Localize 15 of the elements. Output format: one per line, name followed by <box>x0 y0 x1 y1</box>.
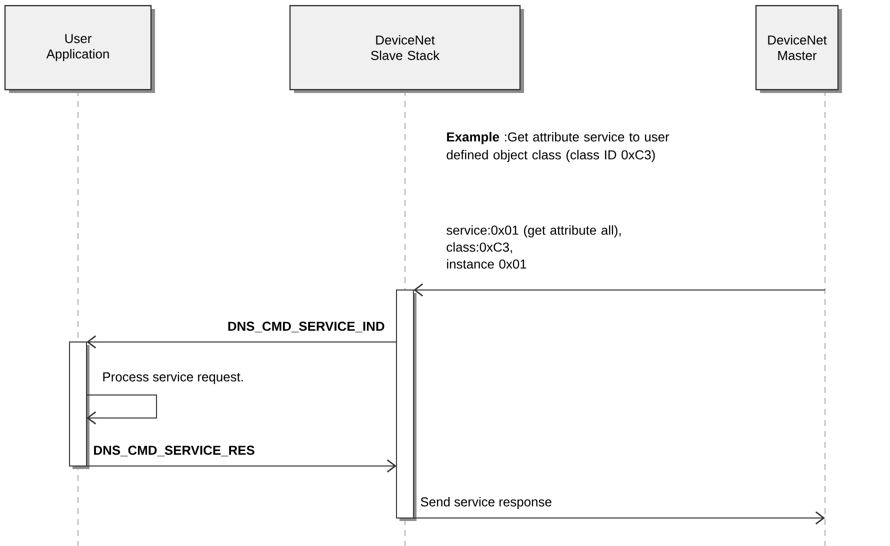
message-label: DNS_CMD_SERVICE_RES <box>94 446 254 456</box>
message-label: DNS_CMD_SERVICE_IND <box>228 322 384 332</box>
message-arrow <box>86 394 157 425</box>
message-arrow <box>86 459 396 473</box>
message-label: service:0x01 (get attribute all), class:0xC3, instance 0x01 <box>446 225 621 269</box>
participant-box: DeviceNet Slave Stack <box>289 5 524 93</box>
note-text: Example :Get attribute service to user defined object class (class ID 0xC3) <box>446 132 670 162</box>
activation-bar <box>69 342 90 469</box>
participant-box: User Application <box>4 5 155 93</box>
message-arrow <box>413 511 825 525</box>
activation-bar <box>396 290 416 521</box>
message-label: Send service response <box>420 496 552 510</box>
message-arrow <box>86 335 397 349</box>
message-arrow <box>414 283 826 297</box>
message-label: Process service request. <box>103 372 243 384</box>
